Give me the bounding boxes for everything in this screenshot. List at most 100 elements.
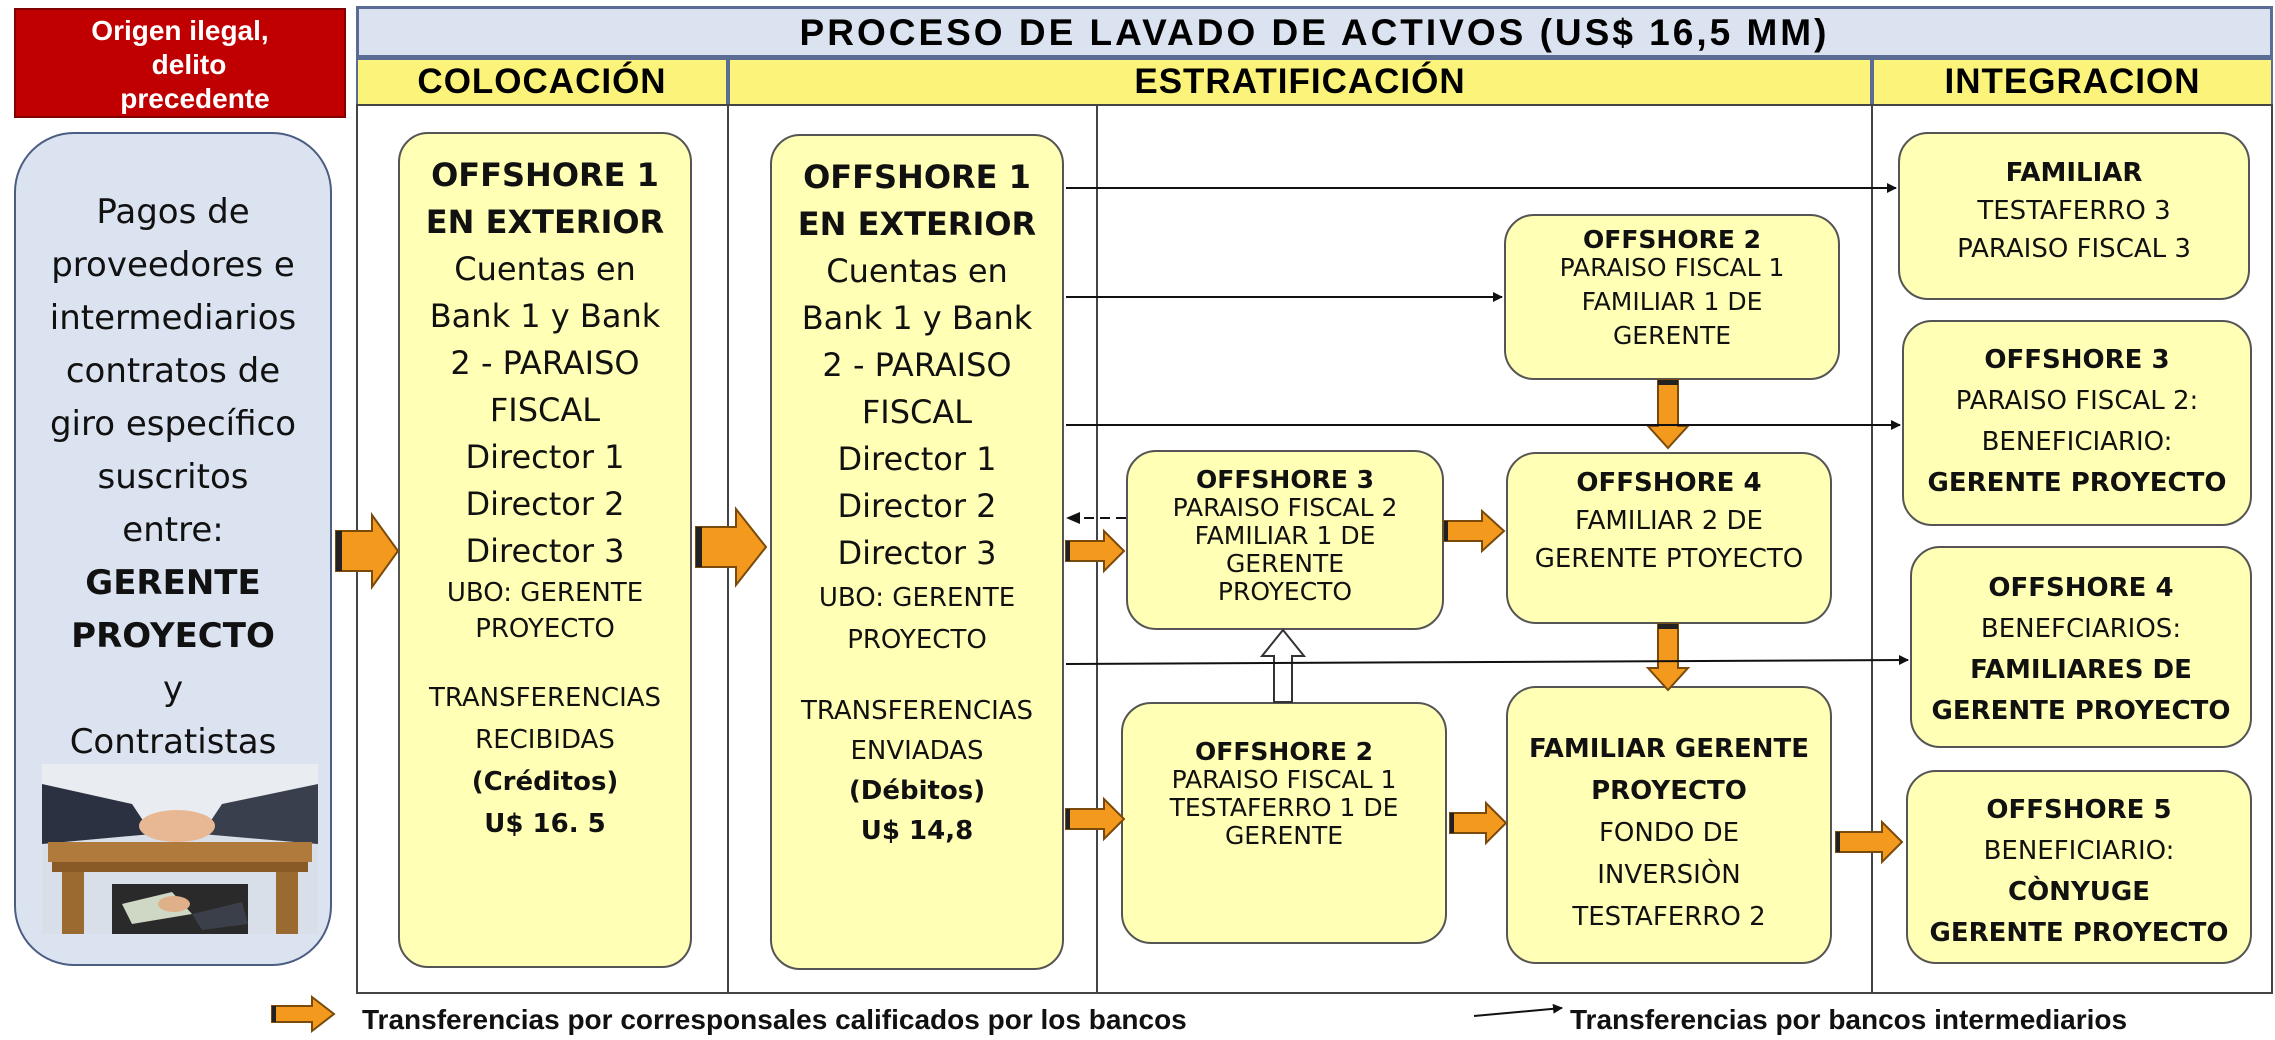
box-ubo-line: PROYECTO: [475, 614, 615, 644]
box-line: GERENTE: [1224, 821, 1344, 850]
box-bold-line: GERENTE PROYECTO: [1931, 696, 2231, 726]
colocacion-offshore1-box: OFFSHORE 1 EN EXTERIOR Cuentas en Bank 1…: [398, 132, 692, 968]
box-line: Director 1: [837, 440, 997, 478]
source-line: Contratistas: [69, 722, 277, 762]
box-line: Cuentas en: [454, 250, 636, 288]
box-line: Bank 1 y Bank: [801, 299, 1033, 337]
box-line: GERENTE: [1612, 321, 1732, 350]
box-title-line: PROYECTO: [1591, 776, 1747, 806]
box-line: BENEFICIARIO:: [1983, 836, 2175, 866]
box-amount: U$ 16. 5: [484, 809, 606, 839]
box-line: Director 3: [465, 532, 625, 570]
box-bold-line: GERENTE PROYECTO: [1927, 468, 2227, 498]
box-line: Director 2: [837, 487, 997, 525]
source-box: Pagos de proveedores e intermediarios co…: [14, 132, 332, 966]
column-divider: [1096, 104, 1098, 994]
stage-header-estratificacion: ESTRATIFICACIÓN: [728, 58, 1872, 106]
legend-thin-arrow-symbol: [1473, 1003, 1563, 1017]
box-bold-line: GERENTE PROYECTO: [1929, 918, 2229, 948]
box-bold-line: CÒNYUGE: [2008, 877, 2150, 907]
box-transfer-line: TRANSFERENCIAS: [800, 696, 1034, 726]
offshore4-middle-box: OFFSHORE 4 FAMILIAR 2 DE GERENTE PTOYECT…: [1506, 452, 1832, 624]
box-line: INVERSIÒN: [1597, 860, 1741, 890]
offshore2-lower-box: OFFSHORE 2 PARAISO FISCAL 1 TESTAFERRO 1…: [1121, 702, 1447, 944]
box-line: PROYECTO: [1217, 577, 1353, 606]
offshore2-top-box: OFFSHORE 2 PARAISO FISCAL 1 FAMILIAR 1 D…: [1504, 214, 1840, 380]
box-line: FONDO DE: [1598, 818, 1740, 848]
origin-box: Origen ilegal, delito precedente: [14, 8, 346, 118]
box-line: 2 - PARAISO: [450, 344, 640, 382]
box-line: TESTAFERRO 1 DE: [1169, 793, 1399, 822]
column-divider: [727, 104, 729, 994]
box-title: OFFSHORE 3: [1195, 465, 1374, 494]
box-line: BENEFICIARIO:: [1981, 427, 2173, 457]
box-ubo-line: UBO: GERENTE: [818, 583, 1016, 613]
box-kind: (Débitos): [848, 776, 986, 806]
stage-header-integracion: INTEGRACION: [1872, 58, 2273, 106]
offshore3-middle-box: OFFSHORE 3 PARAISO FISCAL 2 FAMILIAR 1 D…: [1126, 450, 1444, 630]
box-transfer-line: ENVIADAS: [850, 736, 984, 766]
box-line: PARAISO FISCAL 1: [1559, 253, 1785, 282]
source-line: giro específico: [49, 404, 297, 444]
source-line: suscritos: [97, 457, 249, 497]
box-transfer-line: TRANSFERENCIAS: [428, 683, 662, 713]
source-line: Pagos de: [96, 192, 250, 232]
box-ubo-line: UBO: GERENTE: [446, 578, 644, 608]
source-bold-line: GERENTE: [85, 563, 261, 603]
box-title: FAMILIAR: [2005, 158, 2143, 188]
box-line: FISCAL: [861, 393, 973, 431]
box-line: FISCAL: [489, 391, 601, 429]
integracion-familiar-box: FAMILIAR TESTAFERRO 3 PARAISO FISCAL 3: [1898, 132, 2250, 300]
box-title: OFFSHORE 2: [1582, 225, 1761, 254]
stage-header-colocacion: COLOCACIÓN: [356, 58, 728, 106]
box-line: TESTAFERRO 3: [1977, 196, 2171, 226]
box-line: Cuentas en: [826, 252, 1008, 290]
box-title: OFFSHORE 2: [1194, 737, 1373, 766]
box-bold-line: FAMILIARES DE: [1970, 655, 2192, 685]
box-line: BENEFCIARIOS:: [1980, 614, 2182, 644]
box-line: Director 3: [837, 534, 997, 572]
box-amount: U$ 14,8: [860, 816, 974, 846]
column-divider: [1871, 104, 1873, 994]
source-line: entre:: [122, 510, 224, 550]
box-line: PARAISO FISCAL 2: [1172, 493, 1398, 522]
box-line: TESTAFERRO 2: [1572, 902, 1766, 932]
box-title: OFFSHORE 4: [1988, 573, 2174, 603]
box-line: PARAISO FISCAL 1: [1171, 765, 1397, 794]
box-line: GERENTE: [1225, 549, 1345, 578]
box-ubo-line: PROYECTO: [847, 625, 987, 655]
box-line: Bank 1 y Bank: [429, 297, 661, 335]
box-title: OFFSHORE 3: [1984, 345, 2170, 375]
source-line: contratos de: [65, 351, 281, 391]
origin-line: precedente: [120, 83, 270, 114]
box-line: FAMILIAR 1 DE: [1194, 521, 1376, 550]
box-line: Director 2: [465, 485, 625, 523]
box-line: GERENTE PTOYECTO: [1534, 544, 1804, 574]
origin-line: Origen ilegal,: [91, 15, 269, 46]
box-title-line: FAMILIAR GERENTE: [1528, 734, 1810, 764]
handshake-bribe-image: [42, 764, 318, 934]
familiar-gerente-box: FAMILIAR GERENTE PROYECTO FONDO DE INVER…: [1506, 686, 1832, 964]
legend-orange-label: Transferencias por corresponsales califi…: [362, 1004, 1187, 1035]
box-line: 2 - PARAISO: [822, 346, 1012, 384]
box-title-line: OFFSHORE 1: [431, 156, 659, 194]
box-transfer-line: RECIBIDAS: [475, 725, 615, 755]
estratificacion-offshore1-box: OFFSHORE 1 EN EXTERIOR Cuentas en Bank 1…: [770, 134, 1064, 970]
legend-thin-label: Transferencias por bancos intermediarios: [1570, 1004, 2128, 1035]
box-kind: (Créditos): [471, 767, 619, 797]
origin-line: delito: [151, 49, 227, 80]
integracion-offshore4-box: OFFSHORE 4 BENEFCIARIOS: FAMILIARES DE G…: [1910, 546, 2252, 748]
box-title: OFFSHORE 4: [1576, 468, 1762, 498]
box-line: FAMILIAR 2 DE: [1575, 506, 1763, 536]
integracion-offshore3-box: OFFSHORE 3 PARAISO FISCAL 2: BENEFICIARI…: [1902, 320, 2252, 526]
box-line: PARAISO FISCAL 3: [1957, 234, 2191, 264]
box-title-line: OFFSHORE 1: [803, 158, 1031, 196]
source-line: intermediarios: [49, 298, 297, 338]
box-line: Director 1: [465, 438, 625, 476]
box-line: FAMILIAR 1 DE: [1581, 287, 1763, 316]
box-title-line: EN EXTERIOR: [797, 205, 1037, 243]
source-line: proveedores e: [51, 245, 295, 285]
integracion-offshore5-box: OFFSHORE 5 BENEFICIARIO: CÒNYUGE GERENTE…: [1906, 770, 2252, 964]
box-title: OFFSHORE 5: [1986, 795, 2172, 825]
